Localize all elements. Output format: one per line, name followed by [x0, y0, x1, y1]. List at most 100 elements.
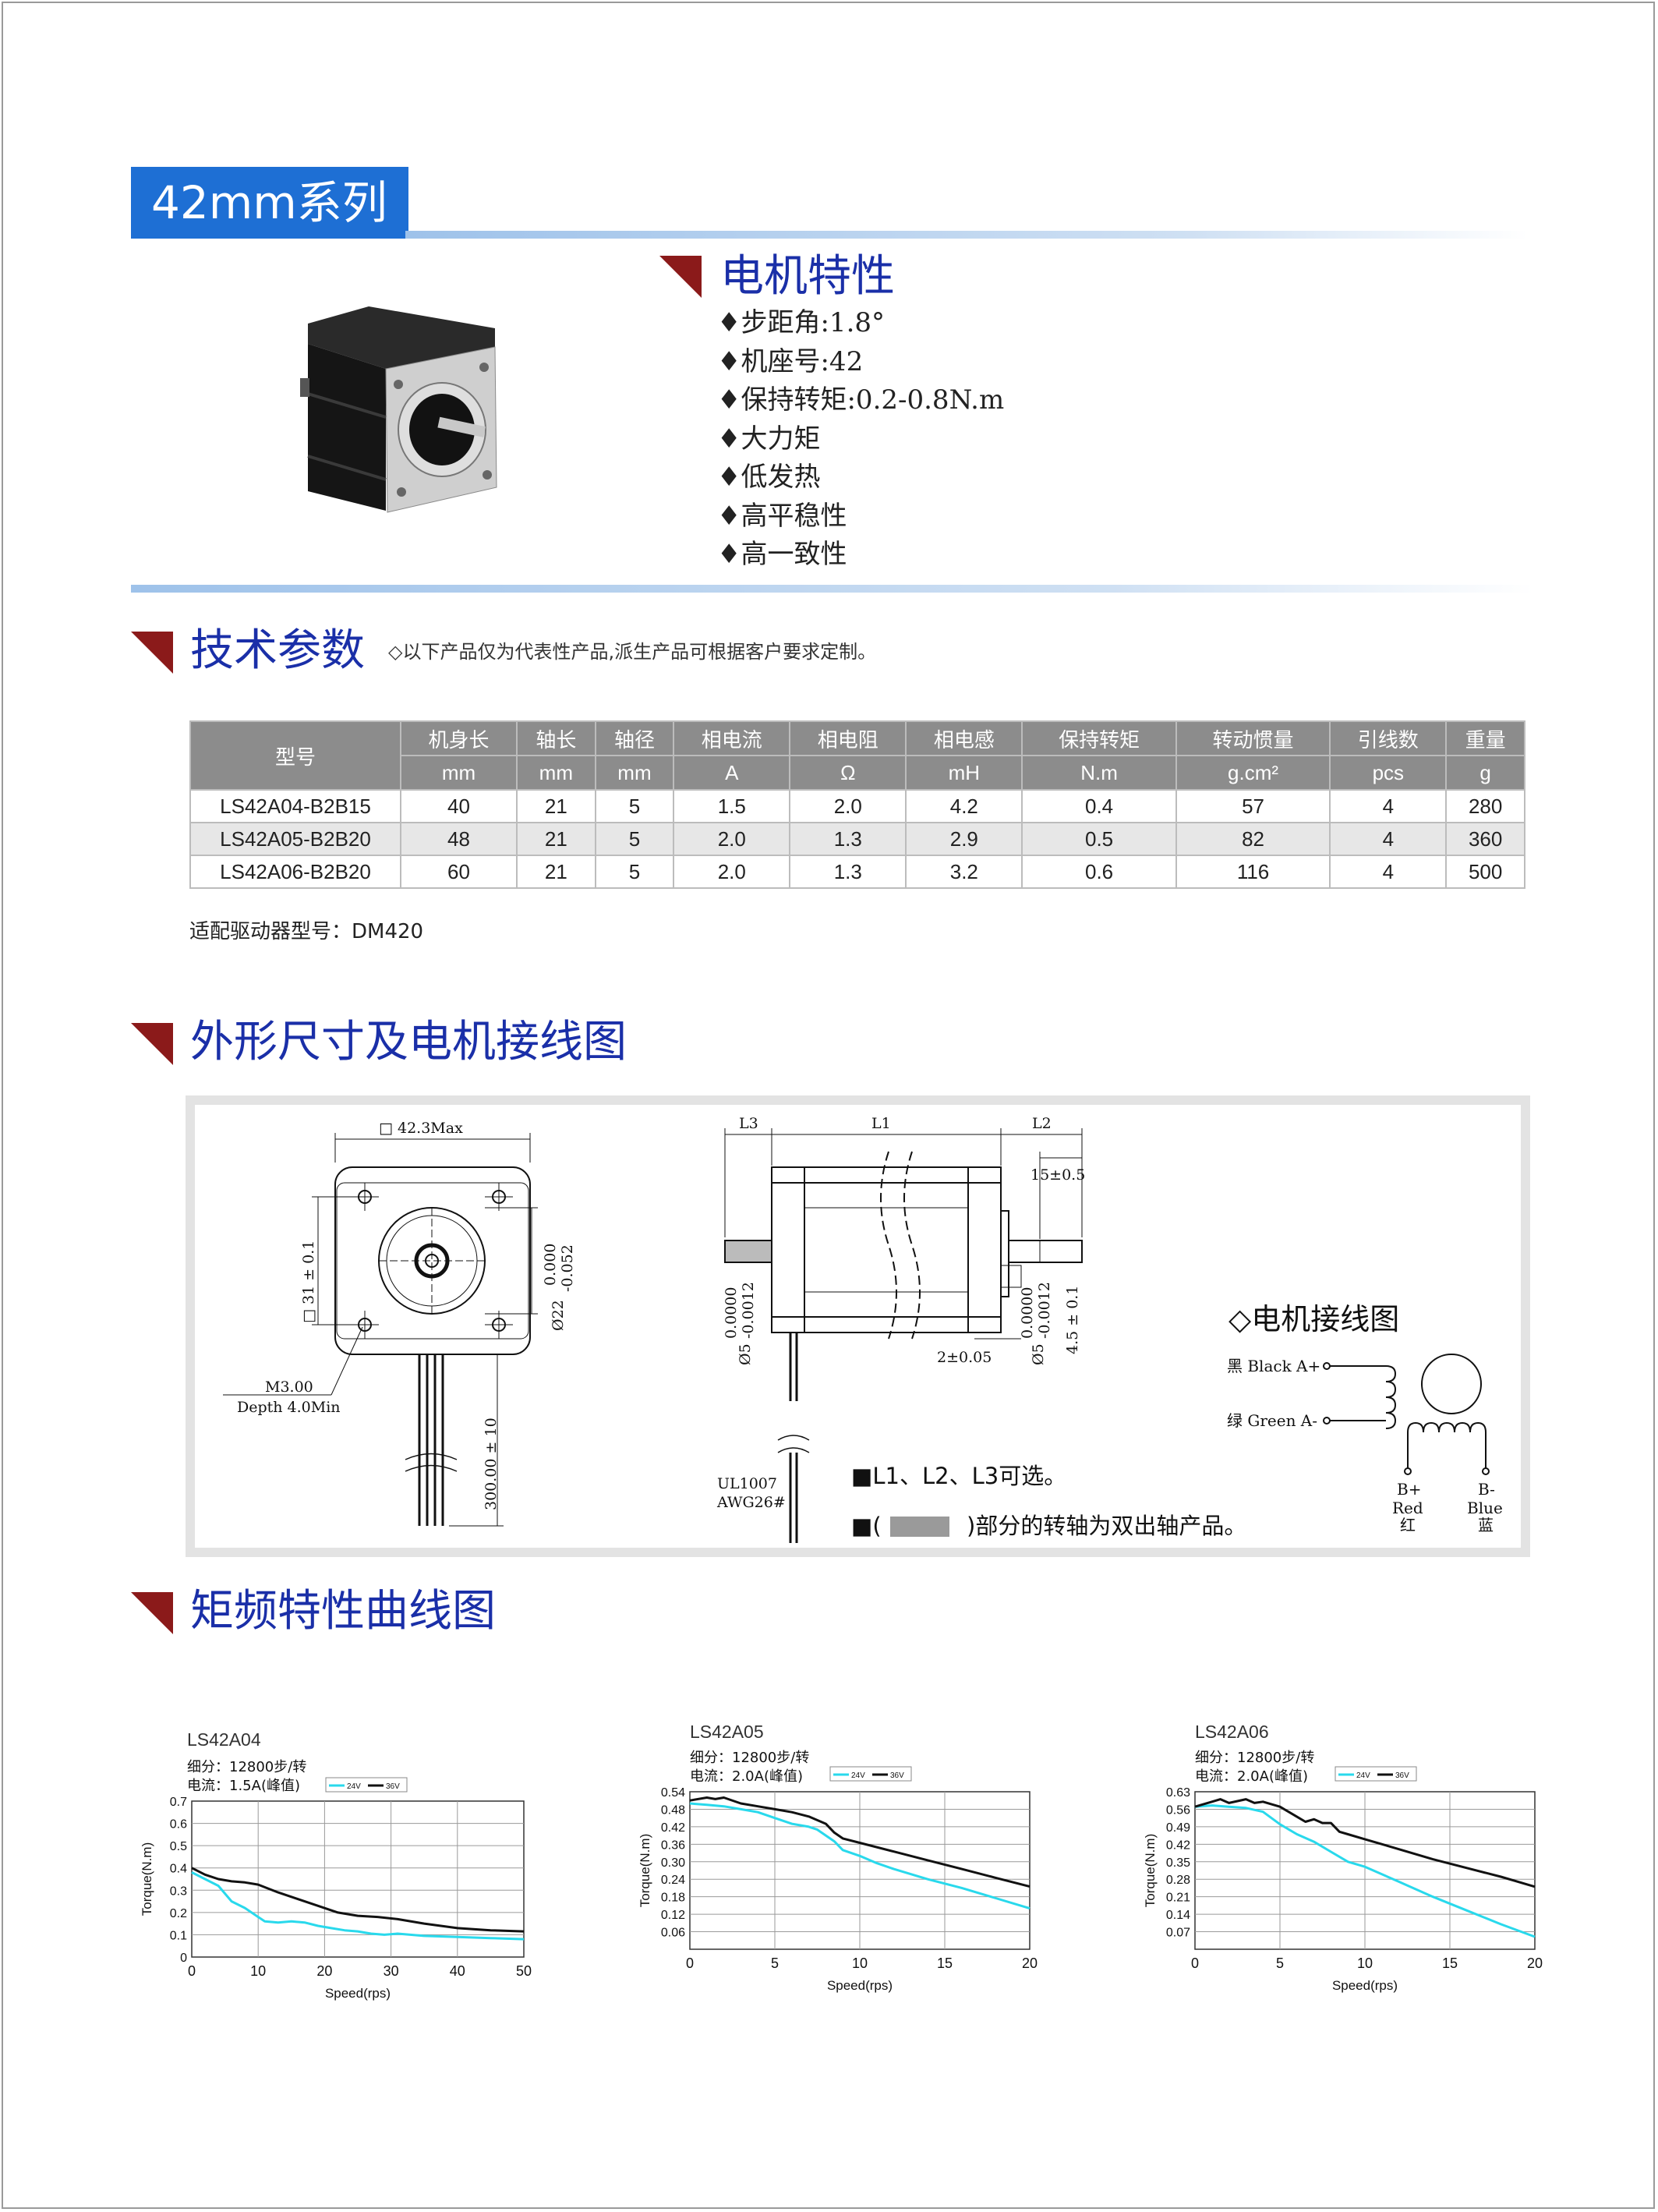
- col-header: 相电感: [905, 720, 1023, 756]
- col-header: 引线数: [1329, 720, 1448, 756]
- table-row: LS42A04-B2B15 40 21 5 1.5 2.0 4.2 0.4 57…: [189, 789, 1525, 823]
- cell-model: LS42A06-B2B20: [189, 855, 401, 889]
- series-line-24V: [689, 1802, 1031, 1910]
- x-tick-label: 40: [450, 1963, 465, 1979]
- cell: 1.5: [673, 789, 791, 823]
- y-tick-label: 0.42: [1166, 1839, 1190, 1852]
- cell: 48: [399, 822, 518, 856]
- y-tick-label: 0.49: [1166, 1821, 1190, 1835]
- col-unit: A: [673, 755, 791, 791]
- cable-spec: UL1007: [717, 1475, 777, 1492]
- side-view: [724, 1128, 1083, 1543]
- col-unit: g.cm²: [1175, 755, 1331, 791]
- chart-subtitle: 电流：2.0A(峰值): [1195, 1768, 1308, 1785]
- col-unit: mH: [905, 755, 1023, 791]
- cell-model: LS42A05-B2B20: [189, 822, 401, 856]
- col-header: 机身长: [399, 720, 518, 756]
- cell: 4: [1329, 855, 1448, 889]
- section-marker: [131, 632, 173, 674]
- col-header: 保持转矩: [1021, 720, 1177, 756]
- cell: 0.4: [1021, 789, 1177, 823]
- section-marker: [131, 1023, 173, 1065]
- wire-b-minus: B-: [1478, 1480, 1495, 1499]
- series-line-36V: [689, 1796, 1031, 1888]
- dim-depth: Depth 4.0Min: [237, 1399, 341, 1416]
- dim-boss-tol1: 0.000: [542, 1244, 559, 1286]
- table-row: LS42A05-B2B20 48 21 5 2.0 1.3 2.9 0.5 82…: [189, 822, 1525, 856]
- col-header: 轴径: [594, 720, 675, 756]
- chart-title: LS42A05: [690, 1722, 764, 1742]
- header-rule: [405, 231, 1528, 239]
- cable-awg: AWG26#: [716, 1494, 786, 1511]
- x-tick-label: 15: [1442, 1955, 1458, 1971]
- chart-title: LS42A06: [1195, 1722, 1269, 1742]
- curves-title: 矩频特性曲线图: [190, 1586, 496, 1637]
- y-axis-label: Torque(N.m): [140, 1842, 154, 1916]
- section-marker: [659, 256, 702, 298]
- cell-model: LS42A04-B2B15: [189, 789, 401, 823]
- note-optional: ■L1、L2、L3可选。: [851, 1463, 1066, 1489]
- x-tick-label: 0: [1191, 1955, 1199, 1971]
- x-tick-label: 10: [852, 1955, 868, 1971]
- dimension-drawing: □ 42.3Max □ 31 ± 0.1 0.000 -0.052 Ø22 M3…: [223, 1115, 1503, 1543]
- x-tick-label: 10: [1357, 1955, 1373, 1971]
- y-axis-label: Torque(N.m): [638, 1834, 652, 1907]
- feature-item: ♦保持转矩:0.2-0.8N.m: [717, 384, 1005, 416]
- x-tick-label: 50: [516, 1963, 532, 1979]
- x-tick-label: 5: [771, 1955, 779, 1971]
- cell: 4.2: [905, 789, 1023, 823]
- col-unit: g: [1445, 755, 1525, 791]
- chart-title: LS42A04: [187, 1729, 261, 1750]
- dim-shaft-tol2: -0.0012: [740, 1282, 757, 1339]
- table-header-row: 型号 机身长 轴长 轴径 相电流 相电阻 相电感 保持转矩 转动惯量 引线数 重…: [189, 720, 1525, 791]
- y-tick-label: 0.3: [170, 1885, 187, 1898]
- y-tick-label: 0.48: [661, 1803, 685, 1817]
- x-tick-label: 20: [1022, 1955, 1038, 1971]
- drawing-title: 外形尺寸及电机接线图: [190, 1017, 627, 1067]
- y-tick-label: 0.56: [1166, 1803, 1190, 1817]
- cell: 21: [516, 789, 596, 823]
- cell: 21: [516, 855, 596, 889]
- col-header: 相电流: [673, 720, 791, 756]
- col-header: 轴长: [516, 720, 596, 756]
- col-unit: pcs: [1329, 755, 1448, 791]
- cell: 3.2: [905, 855, 1023, 889]
- wiring-title: ◇电机接线图: [1228, 1302, 1399, 1336]
- dim-lead-length: 300.00 ± 10: [483, 1417, 500, 1510]
- cell: 4: [1329, 822, 1448, 856]
- x-tick-label: 30: [384, 1963, 399, 1979]
- cell: 360: [1445, 822, 1525, 856]
- x-tick-label: 20: [1527, 1955, 1543, 1971]
- y-tick-label: 0.12: [661, 1909, 685, 1922]
- cell: 82: [1175, 822, 1331, 856]
- wire-b-plus-en: Red: [1392, 1499, 1423, 1517]
- chart-subtitle: 细分：12800步/转: [187, 1759, 307, 1775]
- col-header: 重量: [1445, 720, 1525, 756]
- y-tick-label: 0.4: [170, 1863, 187, 1876]
- plot-frame: [191, 1800, 525, 1958]
- col-unit: mm: [516, 755, 596, 791]
- dim-flat: 4.5 ± 0.1: [1064, 1286, 1081, 1354]
- dim-flange: □ 42.3Max: [379, 1120, 463, 1137]
- cell: 5: [594, 822, 675, 856]
- dim-holes: □ 31 ± 0.1: [300, 1240, 317, 1323]
- cell: 4: [1329, 789, 1448, 823]
- cell: 2.0: [673, 822, 791, 856]
- y-tick-label: 0.6: [170, 1818, 187, 1832]
- x-tick-label: 0: [686, 1955, 694, 1971]
- dim-shaft-tol2-right: -0.0012: [1036, 1282, 1053, 1339]
- chart-subtitle: 细分：12800步/转: [1195, 1750, 1315, 1766]
- x-tick-label: 5: [1276, 1955, 1284, 1971]
- dim-screw: M3.00: [265, 1379, 313, 1396]
- y-tick-label: 0.2: [170, 1907, 187, 1920]
- series-line-36V: [191, 1867, 525, 1933]
- feature-item: ♦机座号:42: [717, 345, 864, 377]
- cell: 5: [594, 789, 675, 823]
- chart-subtitle: 细分：12800步/转: [690, 1750, 810, 1766]
- cell: 2.0: [789, 789, 907, 823]
- note-double-shaft-a: ■(: [851, 1513, 882, 1539]
